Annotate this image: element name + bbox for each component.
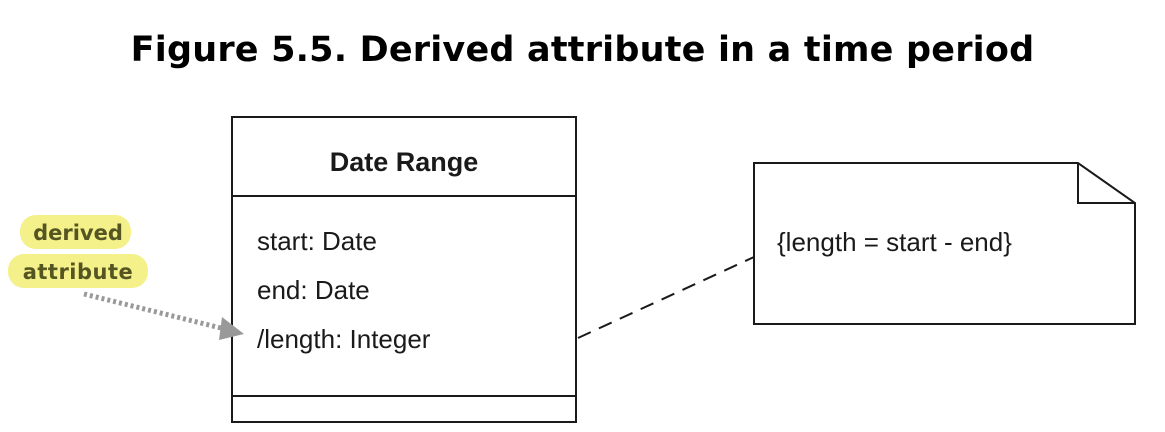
note-dog-ear: [1077, 163, 1135, 204]
annotation-arrow-head: [219, 317, 244, 340]
attribute-start: start: Date: [257, 226, 377, 256]
derived-attribute-annotation: derived attribute: [8, 215, 148, 288]
annotation-highlight-line1: [20, 215, 131, 249]
figure-title: Figure 5.5. Derived attribute in a time …: [130, 30, 1035, 70]
class-box-date-range: Date Range start: Date end: Date /length…: [231, 116, 577, 423]
annotation-arrow: [83, 291, 244, 340]
attribute-length: /length: Integer: [257, 324, 431, 354]
class-name: Date Range: [330, 147, 479, 177]
attribute-end: end: Date: [257, 275, 370, 305]
note-text: {length = start - end}: [777, 227, 1012, 257]
annotation-highlight-line2: [8, 254, 148, 288]
note-connector-line: [577, 256, 755, 339]
constraint-note: {length = start - end}: [753, 162, 1136, 325]
note-frame: [753, 162, 1136, 325]
class-box-frame: [231, 116, 577, 423]
annotation-label-line1: derived: [33, 221, 123, 245]
annotation-label-line2: attribute: [23, 260, 134, 284]
annotation-arrow-line: [83, 291, 226, 332]
